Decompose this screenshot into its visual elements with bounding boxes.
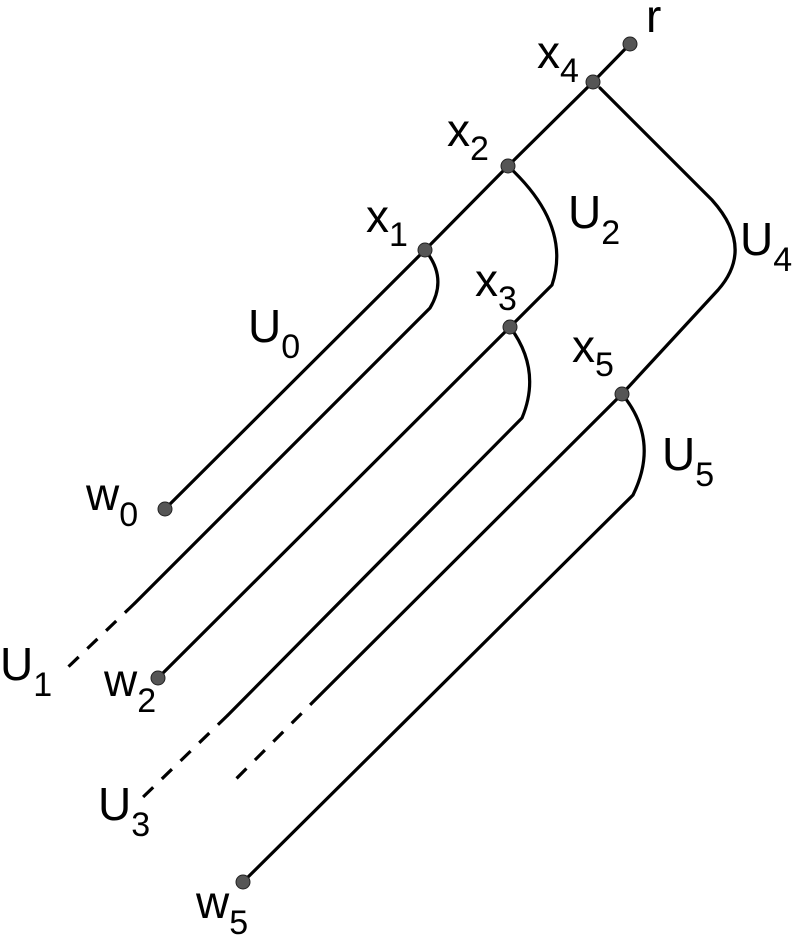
label-U3: U3	[98, 778, 150, 844]
node-x5	[614, 386, 630, 402]
edge-u1-branch	[133, 248, 440, 605]
label-U2: U2	[568, 186, 620, 252]
edge-r-x4	[591, 42, 632, 84]
node-r	[622, 36, 638, 52]
edge-u2-branch	[506, 164, 559, 329]
edge-x5-dashed	[233, 693, 322, 782]
label-x2: x2	[447, 104, 489, 168]
label-x5: x5	[572, 320, 614, 384]
label-r: r	[646, 0, 661, 42]
edge-x1-w0	[163, 248, 427, 511]
node-x2	[500, 158, 516, 174]
node-w0	[157, 501, 173, 517]
edge-u1-dashed	[63, 601, 137, 672]
edge-x5-lower	[318, 392, 624, 697]
label-U0: U0	[248, 300, 300, 366]
edge-x3-w2	[156, 325, 512, 680]
edge-x4-x2	[506, 80, 595, 168]
edge-x2-x1	[423, 164, 510, 252]
node-x4	[585, 74, 601, 90]
label-x3: x3	[475, 254, 517, 318]
label-x1: x1	[366, 190, 408, 254]
label-w0: w0	[85, 468, 138, 534]
edge-u4-branch	[598, 86, 737, 396]
label-U5: U5	[662, 428, 714, 494]
label-U4: U4	[740, 213, 792, 279]
edge-u5-branch	[241, 392, 646, 884]
label-U1: U1	[0, 638, 52, 704]
label-w5: w5	[195, 876, 248, 942]
label-x4: x4	[537, 26, 579, 90]
label-w2: w2	[103, 654, 156, 720]
edge-u3-dashed	[138, 713, 230, 802]
edge-u3-branch	[226, 325, 532, 717]
node-w5	[235, 874, 251, 890]
node-x3	[502, 319, 518, 335]
node-x1	[417, 242, 433, 258]
node-w2	[150, 670, 166, 686]
